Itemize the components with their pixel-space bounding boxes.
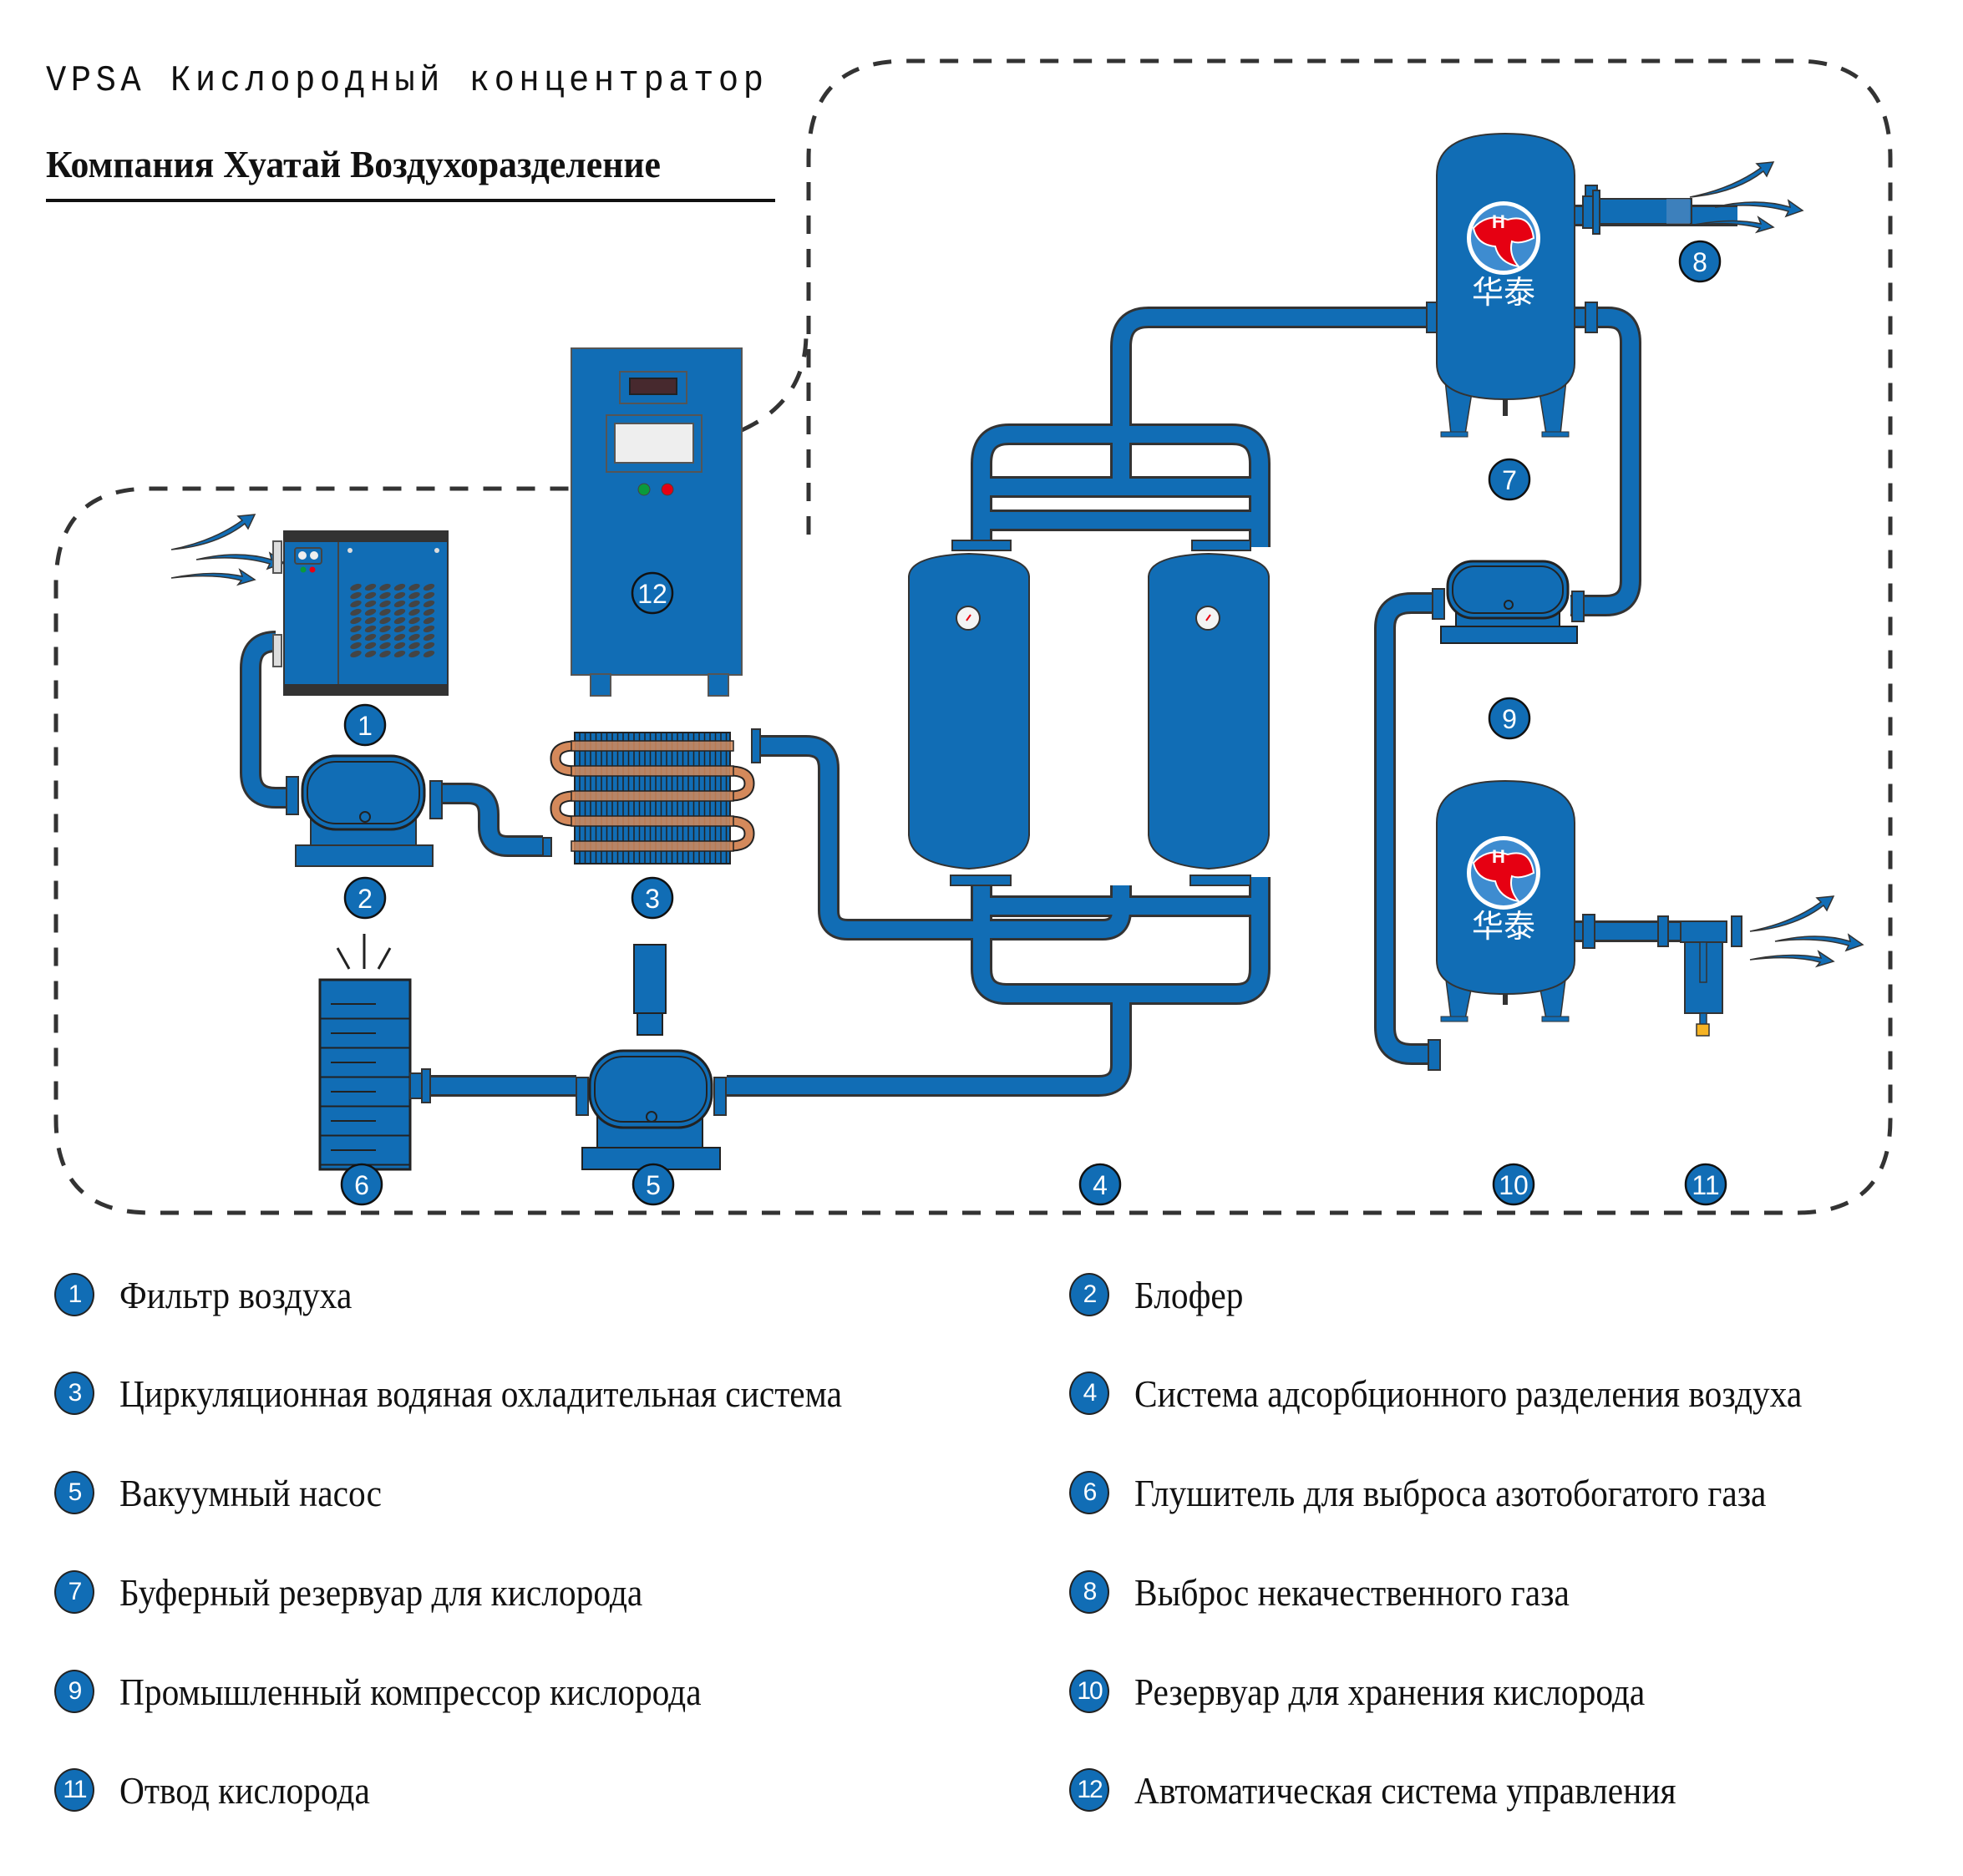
legend-item: 12 Автоматическая система управления (1069, 1765, 1737, 1815)
vacuum-pump (576, 944, 727, 1170)
callout-6: 6 (340, 1163, 383, 1206)
legend-label: Промышленный компрессор кислорода (119, 1670, 702, 1713)
muffler (318, 934, 431, 1171)
pipework (240, 205, 1737, 1097)
callout-10: 10 (1492, 1163, 1535, 1206)
title-underline (46, 199, 775, 202)
company-name: Компания Хуатай Воздухоразделение (46, 143, 661, 185)
legend-item: 6 Глушитель для выброса азотобогатого газ… (1069, 1468, 1836, 1518)
callout-4: 4 (1078, 1163, 1122, 1206)
callout-number: 11 (1692, 1170, 1719, 1200)
legend-item: 11 Отвод кислорода (54, 1765, 398, 1815)
callout-number: 2 (358, 884, 373, 914)
legend-label: Резервуар для хранения кислорода (1134, 1670, 1646, 1713)
legend-label: Буферный резервуар для кислорода (119, 1570, 643, 1614)
callout-number: 12 (637, 579, 667, 609)
process-diagram: H 华泰 H 华泰 (53, 58, 1893, 1215)
stop-button-indicator (661, 483, 674, 496)
number-badge: 2 (1069, 1273, 1109, 1316)
touch-screen (614, 423, 694, 464)
legend-label: Система адсорбционного разделения воздух… (1134, 1372, 1803, 1415)
oxygen-buffer-tank: H 华泰 (1426, 132, 1598, 438)
system-boundary-dashed (53, 58, 1893, 1215)
callout-11: 11 (1684, 1163, 1727, 1206)
number-badge: 10 (1069, 1670, 1109, 1713)
number-badge: 12 (1069, 1768, 1109, 1812)
callout-9: 9 (1488, 697, 1531, 740)
blower (286, 754, 443, 867)
adsorber-right (1148, 540, 1270, 886)
svg-text:H: H (1492, 846, 1505, 867)
callout-number: 4 (1093, 1170, 1108, 1200)
callout-8: 8 (1678, 240, 1722, 283)
logo-text: 华泰 (1472, 276, 1535, 311)
number-badge: 1 (54, 1273, 94, 1316)
exhaust-arrows-icon (170, 514, 285, 586)
huatai-logo-icon: H (1467, 836, 1540, 910)
number-badge: 5 (54, 1471, 94, 1514)
legend-item: 9 Промышленный компрессор кислорода (54, 1666, 766, 1716)
legend-label: Блофер (1134, 1273, 1244, 1316)
svg-text:H: H (1492, 211, 1505, 232)
off-spec-gas-vent (1582, 161, 1803, 235)
water-cooler (542, 728, 761, 864)
callout-2: 2 (343, 876, 387, 920)
number-badge: 11 (54, 1768, 94, 1812)
oxygen-compressor (1432, 560, 1585, 644)
adsorber-left (908, 540, 1030, 886)
logo-text: 华泰 (1472, 910, 1535, 945)
legend-item: 8 Выброс некачественного газа (1069, 1567, 1618, 1617)
control-cabinet (571, 347, 743, 697)
callout-1: 1 (343, 703, 387, 747)
legend-label: Глушитель для выброса азотобогатого газа (1134, 1471, 1767, 1514)
number-badge: 4 (1069, 1372, 1109, 1415)
legend-label: Автоматическая система управления (1134, 1768, 1676, 1812)
number-badge: 3 (54, 1372, 94, 1415)
callout-12: 12 (631, 571, 674, 615)
legend-label: Фильтр воздуха (119, 1273, 353, 1316)
number-badge: 6 (1069, 1471, 1109, 1514)
legend-item: 5 Вакуумный насос (54, 1468, 411, 1518)
drain-valve-icon (1696, 1023, 1710, 1037)
legend-label: Циркуляционная водяная охладительная сис… (119, 1372, 842, 1415)
exhaust-arrows-icon (1749, 895, 1864, 967)
adsorption-towers (908, 540, 1270, 886)
callout-number: 1 (358, 711, 373, 741)
number-badge: 8 (1069, 1570, 1109, 1614)
callout-3: 3 (631, 876, 674, 920)
air-filter-unit (170, 514, 449, 696)
product-title: VPSA Кислородный концентратор (46, 60, 768, 102)
callout-number: 6 (354, 1170, 369, 1200)
legend-item: 1 Фильтр воздуха (54, 1270, 378, 1320)
callout-number: 10 (1499, 1170, 1529, 1200)
callout-number: 7 (1502, 465, 1517, 495)
callout-7: 7 (1488, 458, 1531, 501)
legend-label: Вакуумный насос (119, 1471, 383, 1514)
number-badge: 7 (54, 1570, 94, 1614)
legend-item: 4 Система адсорбционного разделения возду… (1069, 1368, 1876, 1418)
legend-item: 2 Блофер (1069, 1270, 1255, 1320)
callout-number: 9 (1502, 704, 1517, 734)
start-button-indicator (637, 483, 651, 496)
oxygen-storage-tank: H 华泰 (1428, 779, 1595, 1071)
callout-number: 8 (1692, 247, 1707, 277)
legend-label: Выброс некачественного газа (1134, 1570, 1570, 1614)
legend-item: 3 Циркуляционная водяная охладительная си… (54, 1368, 922, 1418)
digital-display (629, 378, 677, 395)
oxygen-outlet-filter (1657, 895, 1864, 1037)
legend-label: Отвод кислорода (119, 1768, 370, 1812)
callout-5: 5 (632, 1163, 675, 1206)
legend-item: 7 Буферный резервуар для кислорода (54, 1567, 701, 1617)
legend-item: 10 Резервуар для хранения кислорода (1069, 1666, 1702, 1716)
control-link-dashed (740, 333, 809, 433)
callout-number: 5 (646, 1170, 661, 1200)
number-badge: 9 (54, 1670, 94, 1713)
huatai-logo-icon: H (1467, 201, 1540, 275)
callout-number: 3 (645, 884, 660, 914)
